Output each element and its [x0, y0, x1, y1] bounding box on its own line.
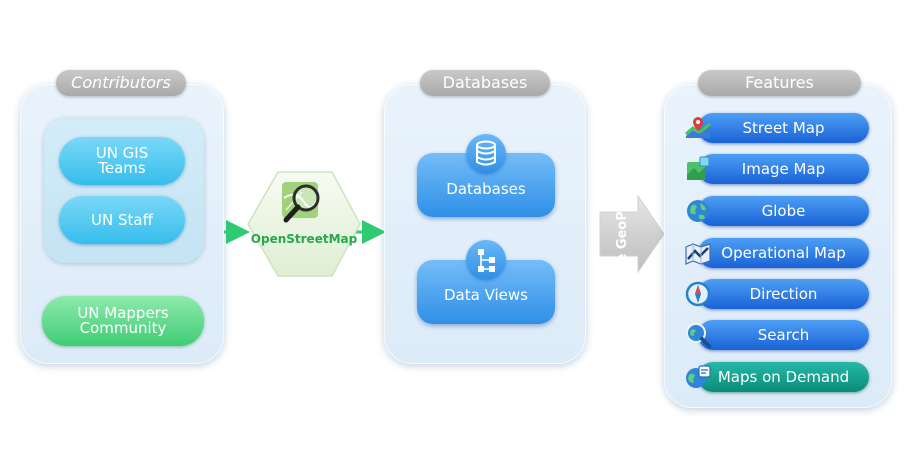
compass-icon	[685, 281, 711, 307]
database-icon	[466, 134, 506, 174]
maps-on-demand-icon	[686, 365, 711, 388]
search-globe-icon	[686, 323, 711, 348]
street-map-icon	[685, 117, 711, 138]
osm-label: OpenStreetMap	[250, 232, 358, 246]
feature-globe: Globe	[698, 196, 869, 226]
feature-image-map: Image Map	[698, 154, 869, 184]
osm-node	[247, 171, 361, 277]
feature-search: Search	[698, 320, 869, 350]
globe-icon	[687, 200, 709, 222]
image-map-icon	[687, 156, 710, 180]
geoportal-label: Unite GeoPortal	[615, 176, 630, 294]
geoportal-arrow	[599, 194, 665, 274]
operational-map-icon	[685, 243, 711, 265]
feature-street-map: Street Map	[698, 113, 869, 143]
feature-operational-map: Operational Map	[698, 238, 869, 268]
feature-direction: Direction	[698, 279, 869, 309]
feature-maps-on-demand: Maps on Demand	[698, 362, 869, 392]
osm-logo-icon	[282, 182, 320, 223]
features-title: Features	[698, 70, 861, 96]
un-mappers-community-node: UN Mappers Community	[42, 296, 204, 346]
data-views-node: Data Views	[417, 260, 555, 324]
un-gis-teams-node: UN GIS Teams	[59, 137, 185, 185]
databases-title: Databases	[420, 70, 550, 96]
data-views-icon	[466, 240, 506, 280]
contributors-title: Contributors	[56, 70, 186, 96]
un-staff-node: UN Staff	[59, 196, 185, 244]
